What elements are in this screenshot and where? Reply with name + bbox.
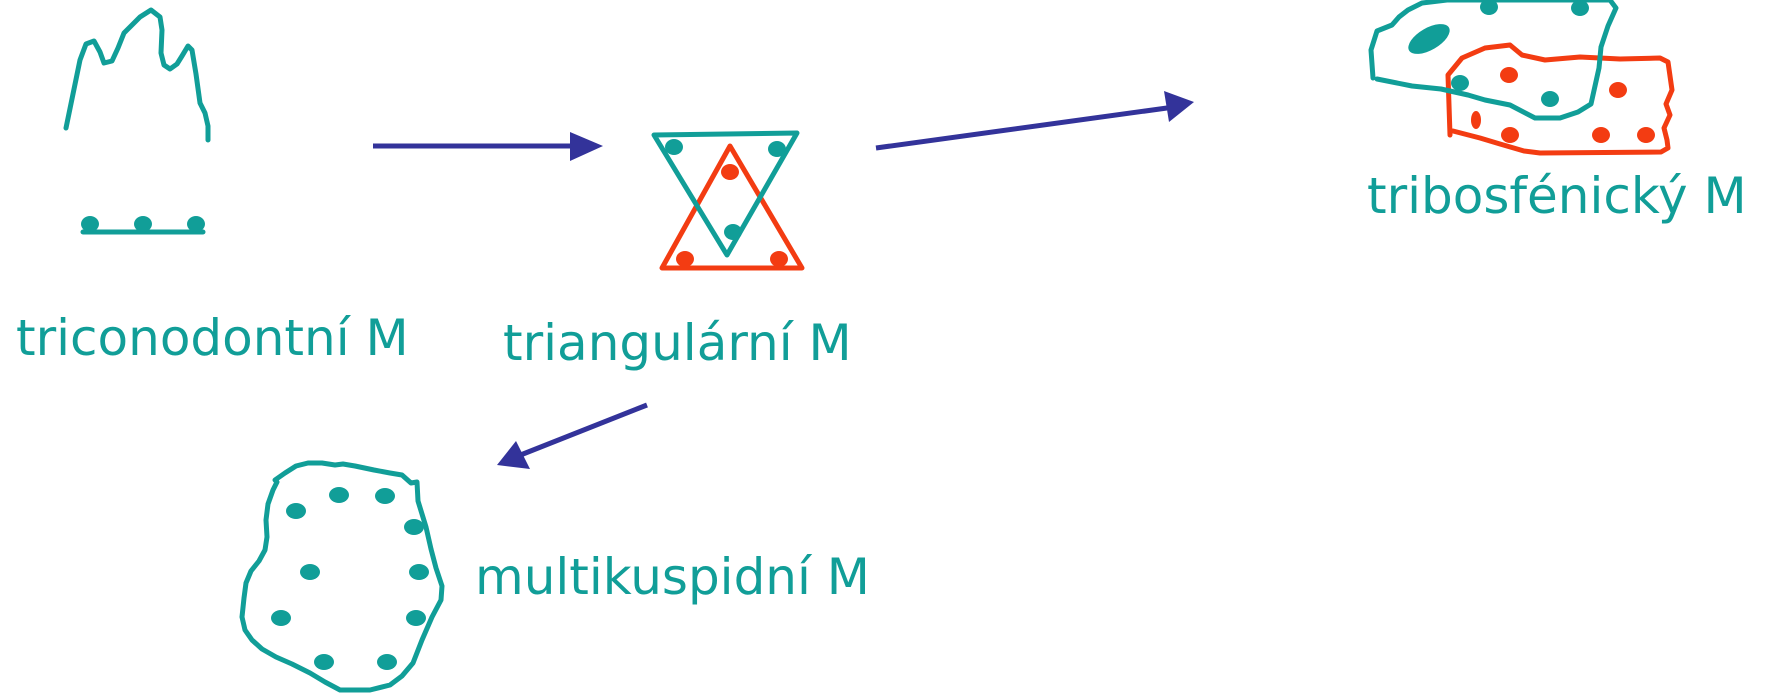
multicuspid-dot-3 [375, 488, 395, 504]
arrow-to-multicuspid-shaft [517, 402, 648, 459]
tribosphenic-red-dot-4 [1501, 127, 1519, 143]
arrow-to-tribosphenic [875, 91, 1194, 151]
tribosphenic-red-dot-5 [1592, 127, 1610, 143]
arrow-to-multicuspid [497, 402, 648, 469]
tribosphenic-teal-outline [1368, 0, 1619, 121]
tribosphenic-red-outline [1445, 42, 1675, 156]
tribosphenic-red-dot-2 [1609, 82, 1627, 98]
multicuspid-dot-2 [329, 487, 349, 503]
triangular-teal-triangle [651, 130, 800, 258]
triangular-molar-figure [651, 130, 805, 271]
tribosphenic-red-dot-1 [1500, 67, 1518, 83]
tribosphenic-label: tribosfénický M [1367, 167, 1747, 225]
arrow-to-triangular-head [570, 132, 603, 161]
triangular-red-dot-2 [676, 251, 694, 267]
tribosphenic-red-dot-3 [1471, 111, 1481, 129]
triangular-teal-dot-1 [665, 139, 683, 155]
triangular-teal-dot-3 [724, 224, 742, 240]
triconodont-cusp-dot-1 [81, 216, 99, 232]
triconodont-cusp-dot-2 [134, 216, 152, 232]
triconodont-cusp-dot-3 [187, 216, 205, 232]
triangular-red-dot-3 [770, 251, 788, 267]
arrow-to-tribosphenic-shaft [875, 105, 1168, 151]
arrow-to-multicuspid-head [497, 441, 530, 469]
multicuspid-molar-figure [239, 460, 445, 693]
multicuspid-dot-7 [271, 610, 291, 626]
tribosphenic-red-dot-6 [1637, 127, 1655, 143]
tribosphenic-molar-figure [1368, 0, 1675, 156]
triconodont-molar-figure [63, 7, 211, 235]
triangular-red-dot-1 [721, 164, 739, 180]
multicuspid-dot-8 [406, 610, 426, 626]
tribosphenic-teal-dot-3 [1451, 75, 1469, 91]
arrow-to-tribosphenic-head [1164, 91, 1194, 122]
tribosphenic-teal-blob [1408, 24, 1450, 54]
tribosphenic-teal-dot-1 [1480, 0, 1498, 15]
multicuspid-dot-9 [314, 654, 334, 670]
multicuspid-dot-6 [409, 564, 429, 580]
multicuspid-dot-5 [300, 564, 320, 580]
triconodont-crown-outline [63, 7, 211, 143]
arrow-to-triangular [373, 132, 603, 161]
multicuspid-label: multikuspidní M [475, 548, 870, 606]
multicuspid-dot-4 [404, 519, 424, 535]
multicuspid-outline [239, 460, 445, 693]
triangular-teal-dot-2 [768, 141, 786, 157]
multicuspid-dot-1 [286, 503, 306, 519]
multicuspid-dot-10 [377, 654, 397, 670]
tribosphenic-teal-dot-2 [1571, 0, 1589, 16]
tribosphenic-teal-dot-4 [1541, 91, 1559, 107]
triangular-label: triangulární M [503, 314, 852, 372]
triconodont-label: triconodontní M [16, 309, 409, 367]
